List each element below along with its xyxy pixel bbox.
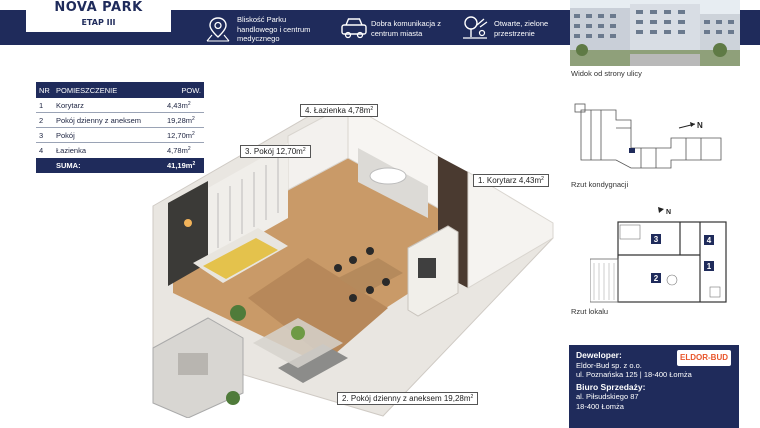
unit-plan-drawing: N 3 4 2 1 [589,205,730,305]
svg-text:N: N [666,209,671,216]
brand-subtitle: ETAP III [81,18,116,27]
sales-city: 18-400 Łomża [576,401,624,411]
car-icon [341,18,367,39]
floor-plan-drawing: N [571,98,741,174]
table-row: 1 Korytarz 4,43m2 [36,98,204,113]
compass-north-label: N [697,121,703,130]
developer-address: ul. Poznańska 125 | 18-400 Łomża [576,370,692,379]
row-nr: 2 [39,115,44,125]
unit-label-1: 1 [707,262,712,271]
sum-label: SUMA: [56,161,81,170]
developer-name: Eldor-Bud sp. z o.o. [576,360,642,370]
sales-street: al. Piłsudskiego 87 [576,392,639,401]
header-nr: NR [39,85,50,95]
row-area: 4,78m2 [167,146,191,155]
room-table: NR POMIESZCZENIE POW. 1 Korytarz 4,43m2 … [36,82,204,173]
feature-text: Otwarte, zielone przestrzenie [494,19,549,38]
header-room: POMIESZCZENIE [56,85,118,95]
row-area: 19,28m2 [167,115,195,125]
callout-bathroom: 4. Łazienka 4,78m2 [300,104,379,117]
table-row: 2 Pokój dzienny z aneksem 19,28m2 [36,113,204,128]
table-sum-row: SUMA: 41,19m2 [36,158,204,173]
developer-logo: ELDOR-BUD [677,350,731,366]
callout-corridor: 1. Korytarz 4,43m2 [473,174,549,187]
sales-heading: Biuro Sprzedaży: [576,381,646,392]
row-room: Łazienka [56,146,87,155]
callout-room: 3. Pokój 12,70m2 [240,145,311,158]
developer-info: ELDOR-BUD Deweloper: Eldor-Bud sp. z o.o… [569,345,739,428]
row-room: Korytarz [56,100,84,110]
unit-label-3: 3 [654,235,659,244]
building-photo [570,0,740,66]
callout-living-room: 2. Pokój dzienny z aneksem 19,28m2 [337,392,479,405]
row-nr: 1 [39,100,44,110]
brand-title: NOVA PARK [54,0,143,15]
row-area: 12,70m2 [167,130,195,140]
row-room: Pokój [56,130,75,140]
unit-label-4: 4 [707,236,712,245]
floor-plan-caption: Rzut kondygnacji [571,180,629,189]
developer-heading: Deweloper: [576,350,622,360]
row-nr: 4 [39,146,44,155]
table-row: 4 Łazienka 4,78m2 [36,143,204,158]
feature-text: Bliskość Parku handlowego i centrum medy… [237,15,311,43]
row-area: 4,43m2 [167,100,191,110]
row-nr: 3 [39,130,44,140]
brand-logo: NOVA PARK ETAP III [26,0,171,32]
table-header: NR POMIESZCZENIE POW. [36,82,204,98]
table-row: 3 Pokój 12,70m2 [36,128,204,143]
apartment-3d-plan [148,98,558,419]
unit-plan-caption: Rzut lokalu [571,307,609,316]
header-area: POW. [181,85,201,95]
row-room: Pokój dzienny z aneksem [56,115,142,125]
sum-value: 41,19m2 [167,161,196,170]
feature-text: Dobra komunikacja z centrum miasta [371,19,442,38]
street-view-caption: Widok od strony ulicy [571,69,642,78]
unit-label-2: 2 [654,274,659,283]
tree-icon [463,16,488,39]
map-pin-icon [206,17,230,42]
